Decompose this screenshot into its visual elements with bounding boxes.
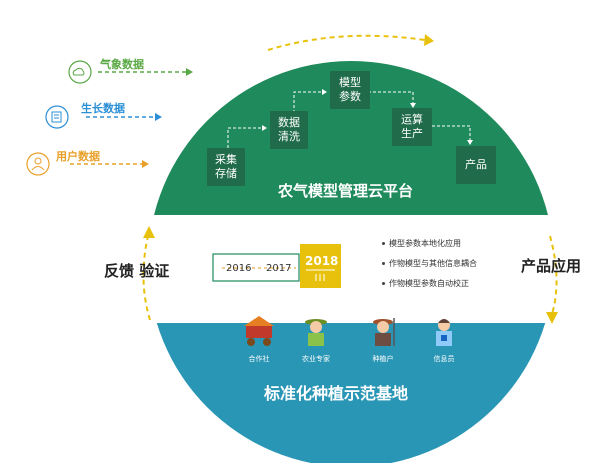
year-2016: 2016: [226, 263, 252, 274]
step-model-params: 模型参数: [330, 71, 370, 109]
top-arc-arrow: [267, 34, 426, 51]
bullet-item: 模型参数本地化应用: [382, 238, 461, 249]
expert-icon: [305, 319, 327, 346]
top-arc-arrowhead: [424, 34, 434, 46]
input-label-user: 用户数据: [56, 150, 100, 163]
cooperative-cart-icon: [244, 316, 274, 346]
bullet-item: 作物模型与其他信息耦合: [382, 258, 477, 269]
middle-region: [148, 215, 554, 323]
info-officer-icon: [436, 319, 452, 346]
right-arc-arrow: [549, 235, 558, 315]
left-arc-arrowhead: [143, 226, 155, 238]
role-label-farmer: 种植户: [372, 355, 394, 363]
input-label-weather: 气象数据: [100, 58, 144, 71]
farmer-icon: [373, 318, 395, 346]
step-product: 产品: [456, 146, 496, 184]
platform-title: 农气模型管理云平台: [278, 182, 414, 200]
step-compute-produce: 运算生产: [392, 108, 432, 146]
year-2017: 2017: [266, 263, 292, 274]
role-label-expert: 农业专家: [302, 355, 330, 363]
role-label-cooperative: 合作社: [248, 355, 270, 363]
base-title: 标准化种植示范基地: [264, 384, 409, 403]
step-data-clean: 数据清洗: [270, 111, 308, 149]
product-application-label: 产品应用: [521, 257, 582, 275]
cloud-icon: [68, 60, 92, 84]
left-arc-arrow: [142, 235, 151, 321]
feedback-label: 反馈 验证: [104, 262, 170, 280]
bullet-item: 作物模型参数自动校正: [382, 278, 469, 289]
flow-connectors: [227, 91, 471, 148]
right-arc-arrowhead: [546, 312, 558, 324]
step-collect-store: 采集存储: [207, 148, 245, 186]
plant-list-icon: [45, 105, 69, 129]
input-label-growth: 生长数据: [81, 102, 125, 115]
role-label-info-officer: 信息员: [433, 355, 455, 363]
year-2018: 2018: [305, 254, 339, 268]
